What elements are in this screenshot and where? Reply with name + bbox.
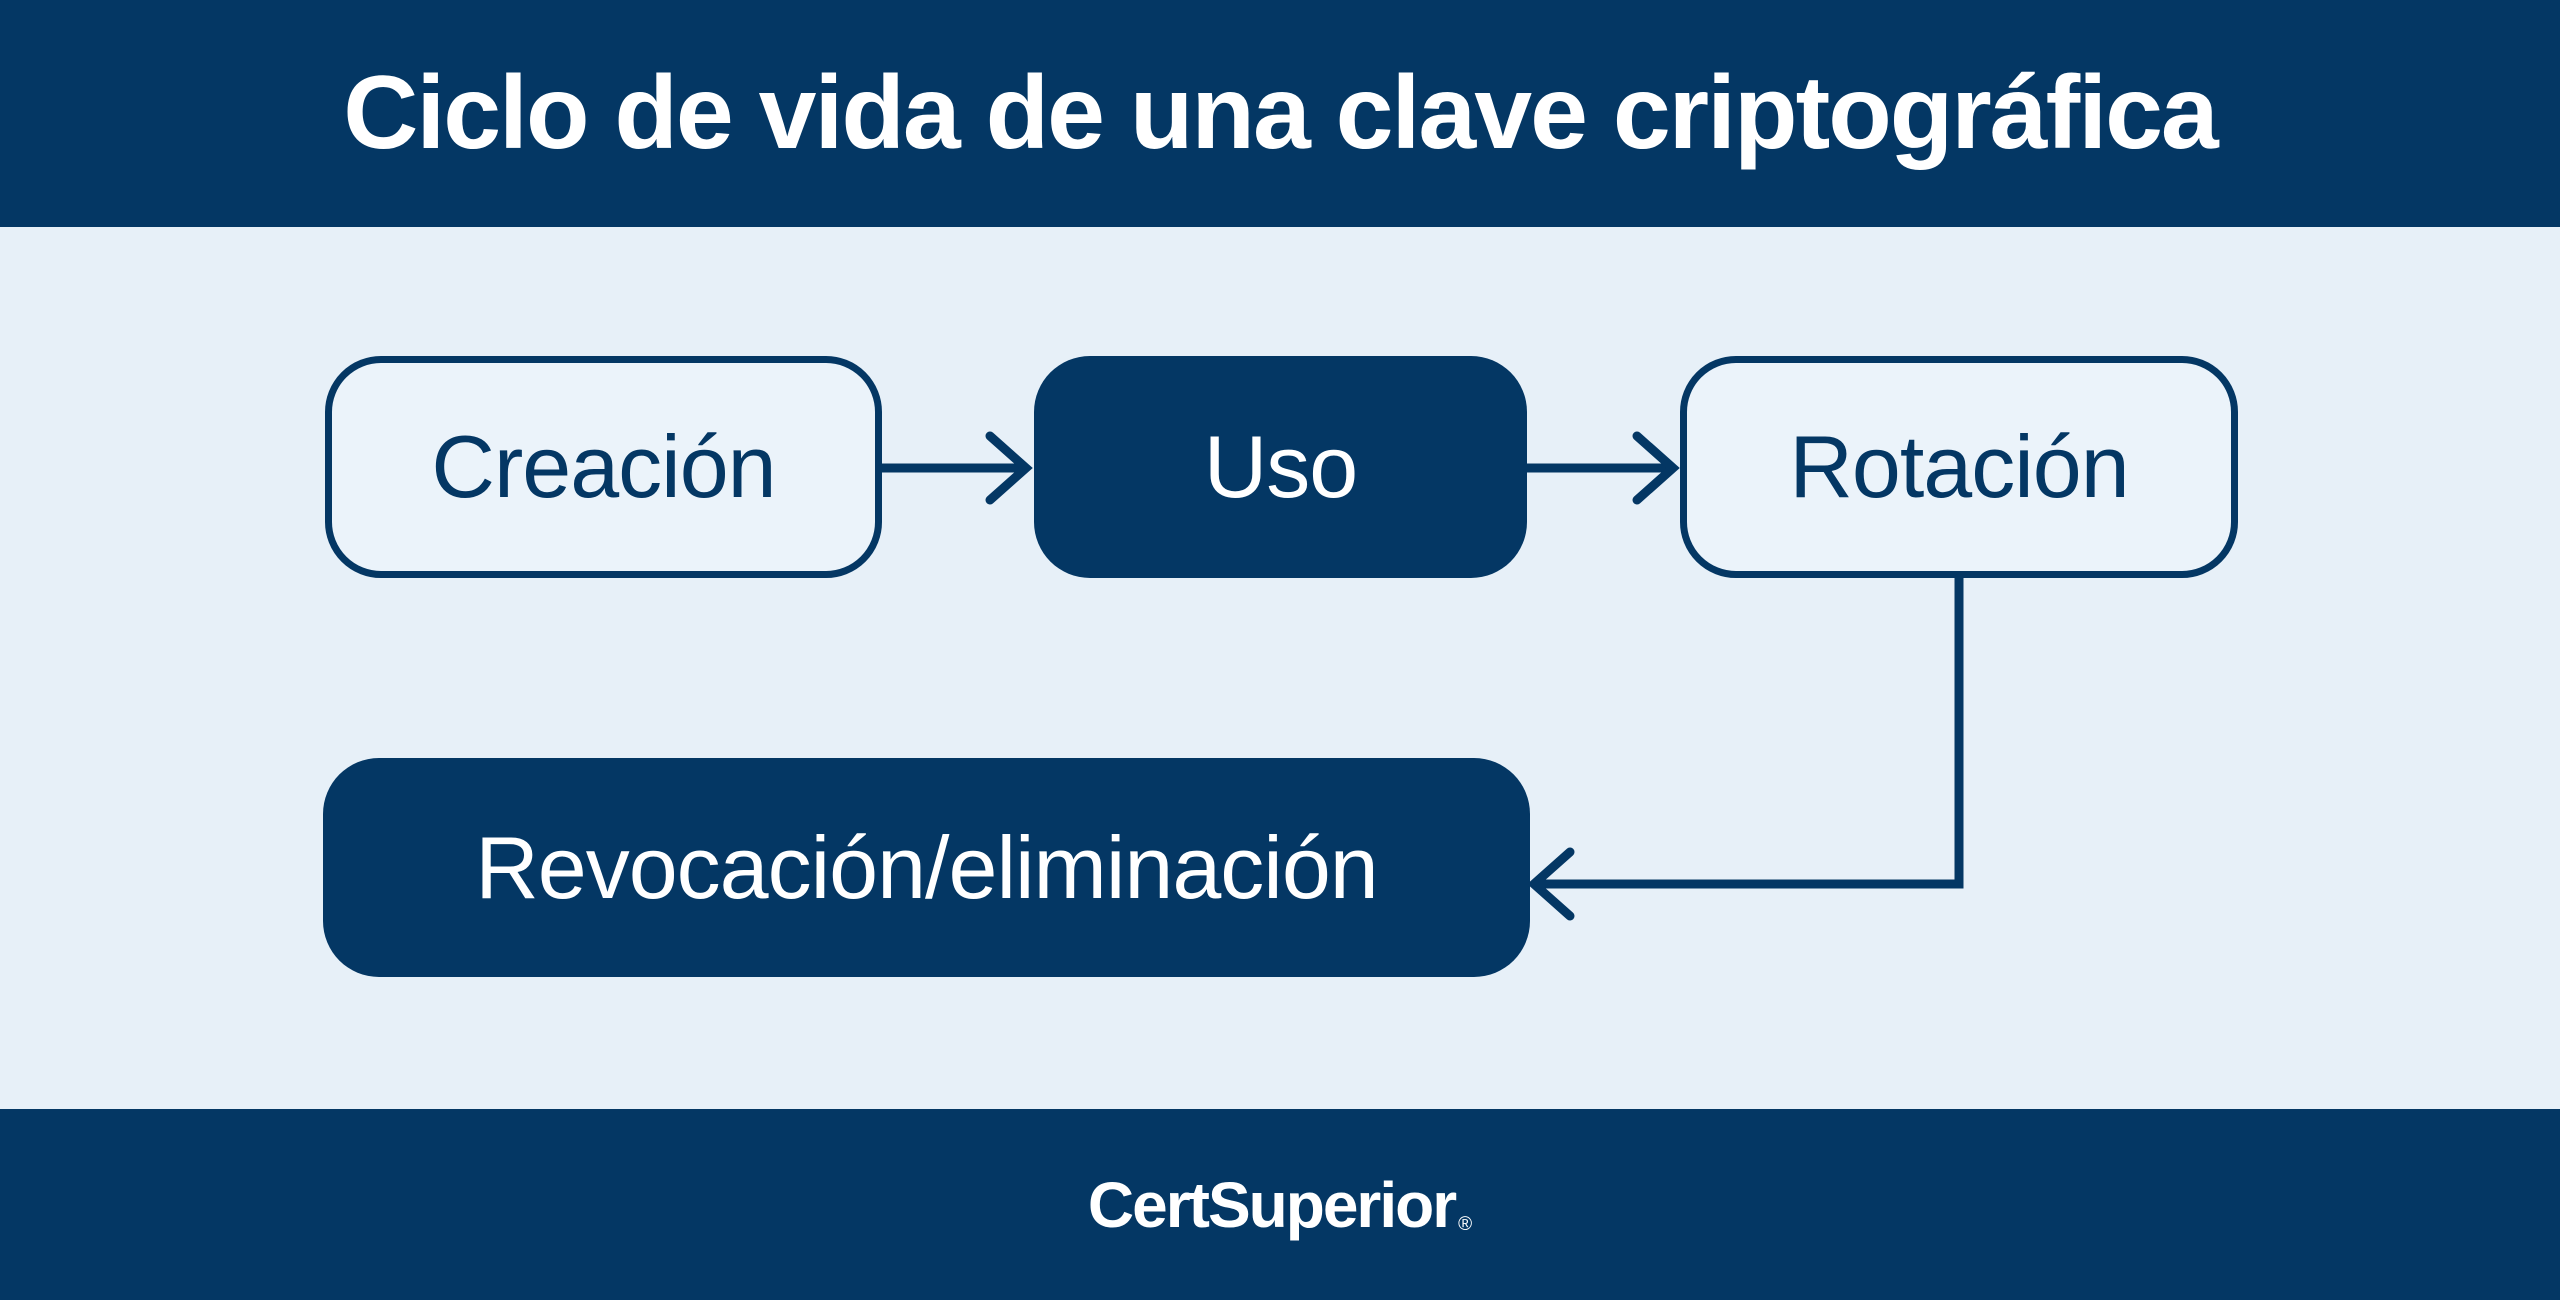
node-revocacion: Revocación/eliminación <box>323 758 1530 977</box>
arrowhead-creacion-to-uso-icon <box>985 431 1033 505</box>
brand-logo: CertSuperior ® <box>1088 1168 1472 1242</box>
node-revocacion-label: Revocación/eliminación <box>475 817 1378 917</box>
arrowhead-uso-to-rotacion-icon <box>1632 431 1680 505</box>
edge-rotacion-to-revocacion <box>1535 573 1964 889</box>
brand-name: CertSuperior <box>1087 1168 1457 1241</box>
node-rotacion-label: Rotación <box>1789 417 2129 516</box>
arrowhead-rotacion-to-revocacion-icon <box>1527 847 1575 921</box>
registered-trademark-icon: ® <box>1458 1213 1473 1235</box>
page-title: Ciclo de vida de una clave criptográfica <box>343 55 2219 171</box>
node-uso: Uso <box>1034 356 1527 578</box>
node-uso-label: Uso <box>1203 417 1358 516</box>
node-creacion: Creación <box>325 356 882 578</box>
header-band: Ciclo de vida de una clave criptográfica <box>0 0 2560 227</box>
footer-band: CertSuperior ® <box>0 1109 2560 1300</box>
node-creacion-label: Creación <box>431 417 776 516</box>
node-rotacion: Rotación <box>1680 356 2238 578</box>
